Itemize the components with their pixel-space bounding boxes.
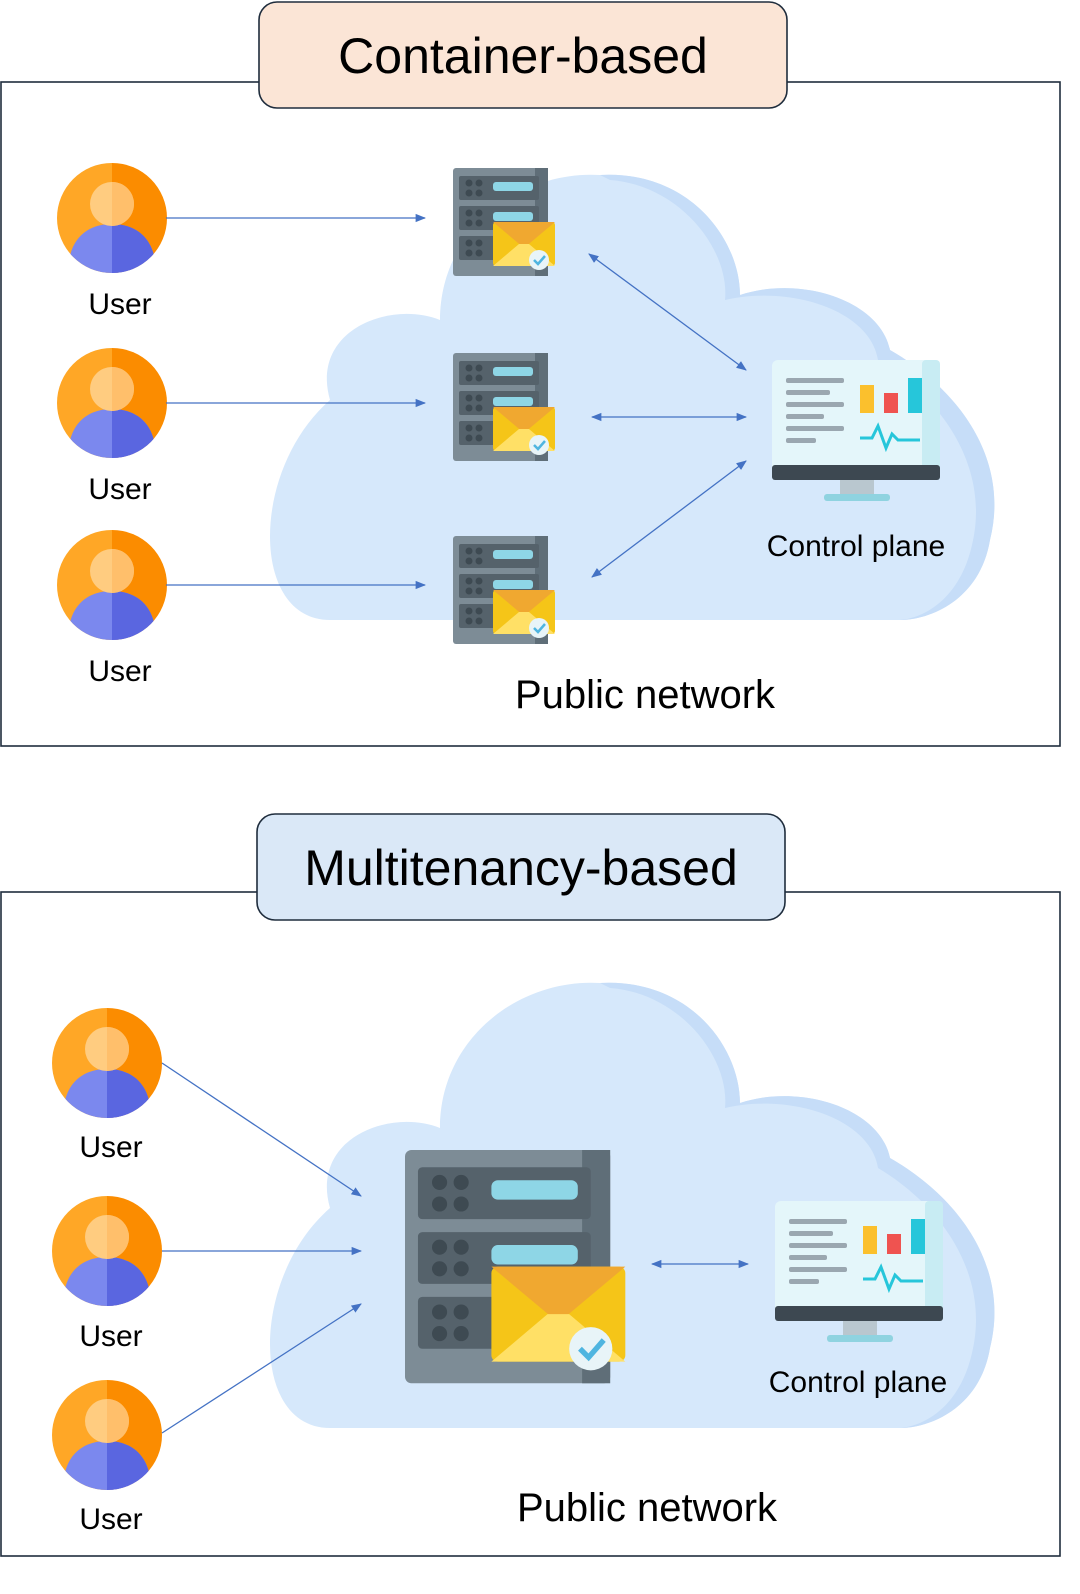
user-to-server-arrow bbox=[161, 1303, 362, 1434]
user-avatar-icon bbox=[52, 1196, 162, 1306]
monitor-dashboard-icon bbox=[770, 358, 942, 503]
top-title-box bbox=[258, 1, 788, 109]
mail-server-icon bbox=[405, 1150, 625, 1383]
user-avatar-icon bbox=[52, 1380, 162, 1490]
multitenancy-based-panel: Multitenancy-based User User User Contro… bbox=[0, 813, 1061, 1557]
monitor-dashboard-icon bbox=[773, 1199, 945, 1344]
user-label: User bbox=[79, 1320, 142, 1353]
mail-server-icon bbox=[451, 166, 557, 278]
bottom-panel-title: Multitenancy-based bbox=[304, 840, 738, 896]
public-network-label: Public network bbox=[515, 673, 776, 717]
container-based-panel: Container-based User User User Control p… bbox=[0, 1, 1061, 747]
control-plane-label: Control plane bbox=[769, 1366, 947, 1399]
user-label: User bbox=[88, 288, 151, 321]
public-network-label: Public network bbox=[517, 1486, 778, 1530]
control-plane-label: Control plane bbox=[767, 530, 945, 563]
user-avatar-icon bbox=[57, 530, 167, 640]
user-to-server-arrow bbox=[161, 1062, 362, 1197]
user-label: User bbox=[79, 1131, 142, 1164]
server-control-arrow bbox=[588, 253, 747, 371]
user-label: User bbox=[88, 655, 151, 688]
user-label: User bbox=[88, 473, 151, 506]
user-label: User bbox=[79, 1503, 142, 1536]
user-avatar-icon bbox=[57, 348, 167, 458]
user-avatar-icon bbox=[52, 1008, 162, 1118]
user-avatar-icon bbox=[57, 163, 167, 273]
mail-server-icon bbox=[451, 534, 557, 646]
bottom-title-box bbox=[256, 813, 786, 921]
mail-server-icon bbox=[451, 351, 557, 463]
top-panel-title: Container-based bbox=[338, 28, 708, 84]
server-control-arrow bbox=[591, 460, 747, 578]
